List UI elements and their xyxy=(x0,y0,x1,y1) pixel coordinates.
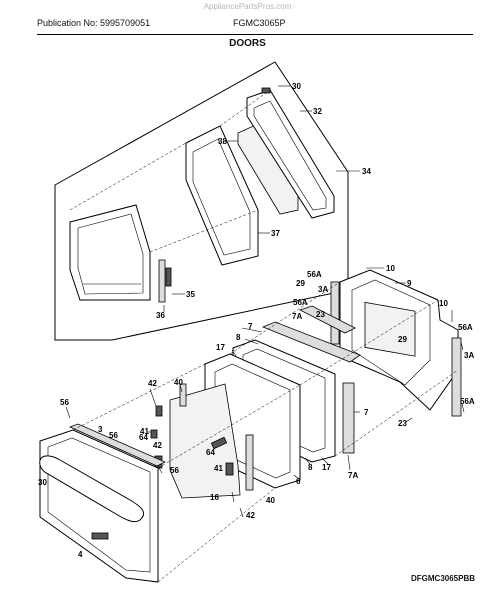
callout-29-top: 29 xyxy=(296,279,305,288)
hinge-40-upper xyxy=(179,383,187,407)
callout-23-low: 23 xyxy=(398,419,407,428)
callout-34: 34 xyxy=(362,167,371,176)
callout-17-low: 17 xyxy=(322,463,331,472)
side-channel-right xyxy=(451,337,462,417)
callout-36: 36 xyxy=(156,311,165,320)
callout-56A-low: 56A xyxy=(460,397,475,406)
door-badge xyxy=(91,532,109,540)
callout-30-handle: 30 xyxy=(38,478,47,487)
callout-7-top: 7 xyxy=(248,322,253,331)
section-title: DOORS xyxy=(229,38,266,49)
callout-16: 16 xyxy=(210,493,219,502)
callout-3A-left: 3A xyxy=(318,285,328,294)
callout-56-left: 56 xyxy=(60,398,69,407)
insulation-side xyxy=(342,382,355,454)
hinge-clip-left xyxy=(150,429,158,439)
callout-41-mid: 41 xyxy=(214,464,223,473)
callout-8-low: 8 xyxy=(308,463,313,472)
hinge-40 xyxy=(245,434,254,491)
callout-40-upper: 40 xyxy=(174,378,183,387)
callout-10-top: 10 xyxy=(386,264,395,273)
diagram-code: DFGMC3065PBB xyxy=(410,574,475,583)
inner-glass xyxy=(169,383,241,499)
callout-8-top: 8 xyxy=(236,333,241,342)
callout-38: 38 xyxy=(218,137,227,146)
callout-64-left: 64 xyxy=(139,433,148,442)
hinge-bracket xyxy=(158,259,172,303)
callout-7A-low: 7A xyxy=(348,471,358,480)
insulation-top-1 xyxy=(261,321,361,363)
callout-32: 32 xyxy=(313,107,322,116)
callout-40-low: 40 xyxy=(266,496,275,505)
callout-41-left: 41 xyxy=(140,427,149,436)
door-trim xyxy=(68,423,166,467)
callout-3: 3 xyxy=(98,425,103,434)
outer-door-panel xyxy=(69,204,151,301)
inner-door-liner xyxy=(339,269,459,411)
callout-3A-right: 3A xyxy=(464,351,474,360)
insulation-top-2 xyxy=(298,305,356,334)
side-channel-left xyxy=(330,281,340,345)
callout-17-top: 17 xyxy=(216,343,225,352)
callout-56A-top: 56A xyxy=(307,270,322,279)
callout-56A-right: 56A xyxy=(458,323,473,332)
door-handle[interactable] xyxy=(39,455,145,523)
leader-lines xyxy=(65,85,465,518)
hinge-clip-64 xyxy=(210,436,228,450)
callout-35: 35 xyxy=(186,290,195,299)
callout-42-mid: 42 xyxy=(153,441,162,450)
callout-56A-mid: 56A xyxy=(293,298,308,307)
callout-29-liner: 29 xyxy=(398,335,407,344)
callout-10-right: 10 xyxy=(439,299,448,308)
callout-6: 6 xyxy=(296,477,301,486)
alignment-lines xyxy=(69,89,459,583)
callout-37: 37 xyxy=(271,229,280,238)
callout-42-low: 42 xyxy=(246,511,255,520)
callout-7A-top: 7A xyxy=(292,312,302,321)
hinge-clip-41 xyxy=(225,462,234,476)
publication-number: Publication No: 5995709051 xyxy=(37,18,151,28)
watermark: AppliancePartsPros.com xyxy=(203,2,292,11)
hinge-clip-upper xyxy=(155,405,163,417)
header-rule xyxy=(37,34,473,35)
callout-64-mid: 64 xyxy=(206,448,215,457)
callout-56-low: 56 xyxy=(170,466,179,475)
callout-9: 9 xyxy=(407,279,412,288)
callout-30: 30 xyxy=(292,82,301,91)
model-number: FGMC3065P xyxy=(233,18,286,28)
callout-56-mid: 56 xyxy=(109,431,118,440)
callout-4: 4 xyxy=(78,550,83,559)
callout-23-top: 23 xyxy=(316,310,325,319)
callout-42-upper: 42 xyxy=(148,379,157,388)
callout-7-right: 7 xyxy=(364,408,369,417)
